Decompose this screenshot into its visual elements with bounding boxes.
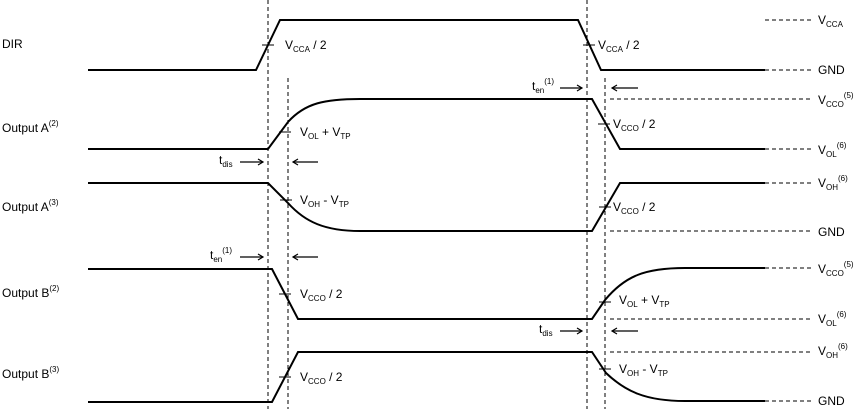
signal-label-output-b-3: Output B(3) — [2, 365, 59, 381]
timing-label-tdis-a: tdis — [219, 153, 233, 169]
level-label-vol-a: VOL(6) — [818, 141, 847, 159]
signal-label-dir: DIR — [2, 37, 23, 51]
timing-arrow-ten-b-left — [240, 253, 265, 261]
timing-arrow-tdis-a-right — [291, 158, 318, 166]
level-label-vcco-a: VCCO(5) — [818, 91, 854, 109]
threshold-label-vcco-half-a3: VCCO / 2 — [613, 200, 656, 216]
waveform-output-a-2 — [88, 98, 765, 150]
level-label-vcco-b: VCCO(5) — [818, 260, 854, 278]
threshold-label-voh-vtp-a: VOH - VTP — [300, 193, 349, 209]
waveform-output-b-3 — [88, 351, 765, 403]
threshold-label-vcca-half-1: VCCA / 2 — [285, 38, 327, 54]
threshold-label-vcco-half-b3: VCCO / 2 — [300, 370, 343, 386]
threshold-label-vcco-half-a2: VCCO / 2 — [613, 117, 656, 133]
level-label-gnd-dir: GND — [818, 63, 845, 77]
threshold-label-vcca-half-2: VCCA / 2 — [598, 38, 640, 54]
threshold-label-vol-vtp-a: VOL + VTP — [300, 125, 351, 141]
level-label-vol-b: VOL(6) — [818, 310, 847, 328]
level-label-vcca: VCCA — [818, 13, 844, 29]
waveform-output-b-2 — [88, 267, 765, 320]
timing-arrow-ten-b-right — [291, 253, 318, 261]
level-label-gnd-b: GND — [818, 394, 845, 408]
timing-arrow-ten-a-left — [560, 84, 584, 92]
timing-arrow-tdis-a-left — [240, 158, 265, 166]
signal-label-output-b-2: Output B(2) — [2, 284, 59, 300]
signal-label-output-a-2: Output A(2) — [2, 119, 59, 135]
level-label-gnd-a: GND — [818, 225, 845, 239]
signal-label-output-a-3: Output A(3) — [2, 198, 59, 214]
threshold-label-voh-vtp-b: VOH - VTP — [619, 362, 668, 378]
waveform-output-a-3 — [88, 182, 765, 232]
timing-label-tdis-b: tdis — [539, 322, 553, 338]
timing-label-ten-a: ten(1) — [532, 77, 554, 95]
threshold-label-vol-vtp-b: VOL + VTP — [619, 293, 670, 309]
level-label-voh-a: VOH(6) — [818, 174, 848, 192]
timing-arrow-ten-a-right — [610, 84, 638, 92]
timing-label-ten-b: ten(1) — [210, 246, 232, 264]
level-label-voh-b: VOH(6) — [818, 342, 848, 360]
timing-arrow-tdis-b-left — [560, 327, 584, 335]
threshold-label-vcco-half-b2: VCCO / 2 — [300, 287, 343, 303]
waveform-dir — [88, 19, 765, 71]
timing-arrow-tdis-b-right — [610, 327, 638, 335]
